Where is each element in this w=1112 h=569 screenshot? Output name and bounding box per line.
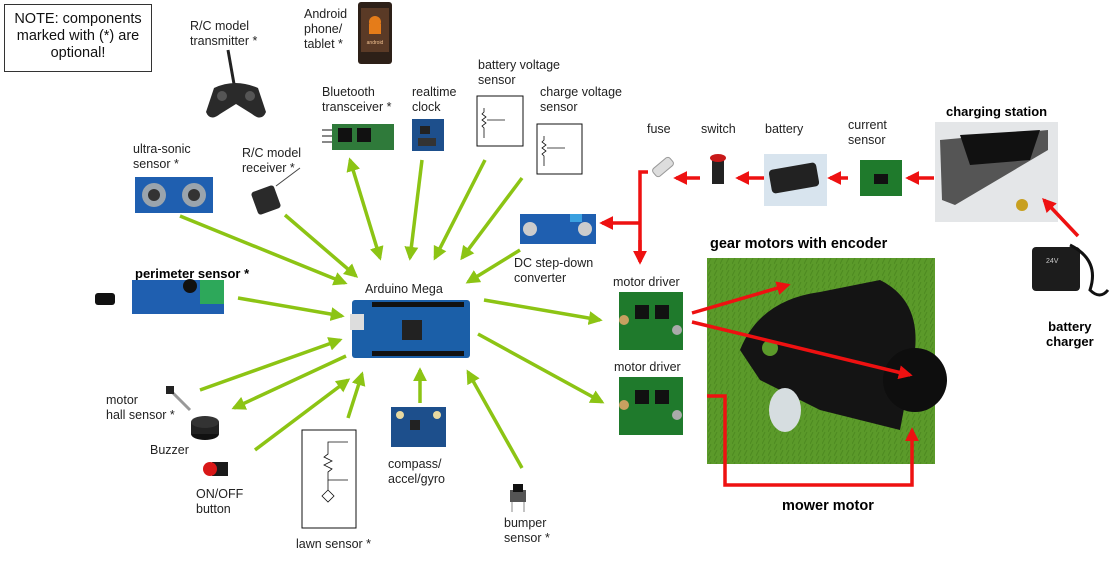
label-perimeter: perimeter sensor *	[135, 266, 250, 281]
label-mower-motor: mower motor	[782, 498, 874, 514]
label-battery-charger: battery charger	[1046, 319, 1094, 349]
bumper-button-image	[510, 484, 526, 512]
motor-driver-2-image	[619, 377, 683, 435]
charging-station-image	[935, 122, 1058, 222]
arrow-driver-to-gear-motor-2	[691, 320, 913, 380]
label-gear-motors: gear motors with encoder	[710, 236, 888, 252]
compass-module-image	[391, 407, 446, 447]
label-android: Android phone/ tablet *	[304, 7, 348, 51]
label-charging-station: charging station	[946, 104, 1048, 119]
wire-fuse-bus	[638, 170, 648, 254]
signal-arrows	[179, 157, 605, 469]
label-rc-receiver: R/C model receiver *	[242, 146, 302, 175]
label-battery-voltage: battery voltage sensor	[478, 58, 560, 87]
rc-receiver-image	[251, 167, 301, 215]
arrow-driver-to-gear-motor-1	[691, 281, 791, 315]
arrow-buzzer	[231, 354, 347, 410]
arrow-motor-driver-1	[483, 298, 603, 325]
arrow-bumper	[466, 369, 524, 469]
label-rc-transmitter: R/C model transmitter *	[190, 19, 258, 48]
label-motor-driver-1: motor driver	[613, 275, 680, 289]
arrow-ultrasonic	[179, 214, 348, 286]
label-bumper: bumper sensor *	[504, 516, 550, 545]
charge-voltage-schematic	[536, 123, 583, 175]
switch-image	[710, 154, 726, 184]
rtc-module-image	[412, 119, 444, 151]
arduino-mega-image	[350, 300, 470, 358]
arrow-perimeter	[237, 296, 345, 321]
label-battery: battery	[765, 122, 804, 136]
motor-driver-1-image	[619, 292, 683, 350]
label-arduino-mega: Arduino Mega	[365, 282, 443, 296]
buzzer-image	[191, 416, 219, 440]
power-arrows	[599, 170, 1080, 487]
label-rtc: realtime clock	[412, 85, 457, 114]
android-phone-image: android	[358, 2, 392, 64]
arrow-dc-converter	[465, 248, 521, 284]
battery-image	[764, 154, 827, 206]
arrow-bluetooth	[346, 157, 384, 261]
label-compass: compass/ accel/gyro	[388, 457, 445, 486]
label-onoff: ON/OFF button	[196, 487, 244, 516]
motor-hall-sensor-image	[166, 386, 192, 412]
label-ultrasonic: ultra-sonic sensor *	[133, 142, 191, 171]
label-motor-driver-2: motor driver	[614, 360, 681, 374]
arrow-onoff	[253, 378, 351, 452]
battery-charger-image: 24V	[1032, 243, 1110, 297]
label-fuse: fuse	[647, 122, 671, 136]
dc-converter-image	[520, 214, 596, 244]
label-charge-voltage: charge voltage sensor	[540, 85, 623, 114]
label-lawn: lawn sensor *	[296, 537, 372, 551]
label-dc-converter: DC step-down converter	[514, 256, 594, 285]
label-current-sensor: current sensor	[848, 118, 887, 147]
ultrasonic-sensor-image	[135, 177, 213, 213]
current-sensor-image	[860, 160, 902, 196]
lawn-sensor-schematic	[301, 429, 357, 529]
arrow-motor-driver-2	[477, 332, 605, 404]
arrow-rtc	[404, 159, 424, 261]
android-logo-text: android	[367, 40, 384, 46]
bluetooth-module-image	[322, 124, 394, 150]
fuse-image	[652, 156, 674, 178]
label-switch: switch	[701, 122, 736, 136]
battery-voltage-schematic	[476, 95, 524, 147]
mower-photo	[707, 258, 947, 464]
arrow-motor-hall	[199, 337, 343, 392]
arrow-charger-to-station	[1042, 197, 1080, 238]
arrow-battery-voltage	[433, 159, 487, 261]
optional-components-note: NOTE: components marked with (*) are opt…	[4, 4, 152, 72]
arrow-lawn	[346, 371, 366, 419]
label-motor-hall: motor hall sensor *	[106, 393, 175, 422]
wire-driver-to-mower-motor	[707, 394, 919, 487]
label-bluetooth: Bluetooth transceiver *	[322, 85, 392, 114]
arrow-charge-voltage	[460, 176, 524, 261]
perimeter-sensor-image	[95, 279, 224, 314]
arrow-rc-receiver	[283, 213, 359, 278]
rc-transmitter-image	[206, 49, 266, 118]
onoff-button-image	[203, 462, 228, 476]
charger-voltage-text: 24V	[1046, 258, 1059, 265]
label-buzzer: Buzzer	[150, 443, 189, 457]
